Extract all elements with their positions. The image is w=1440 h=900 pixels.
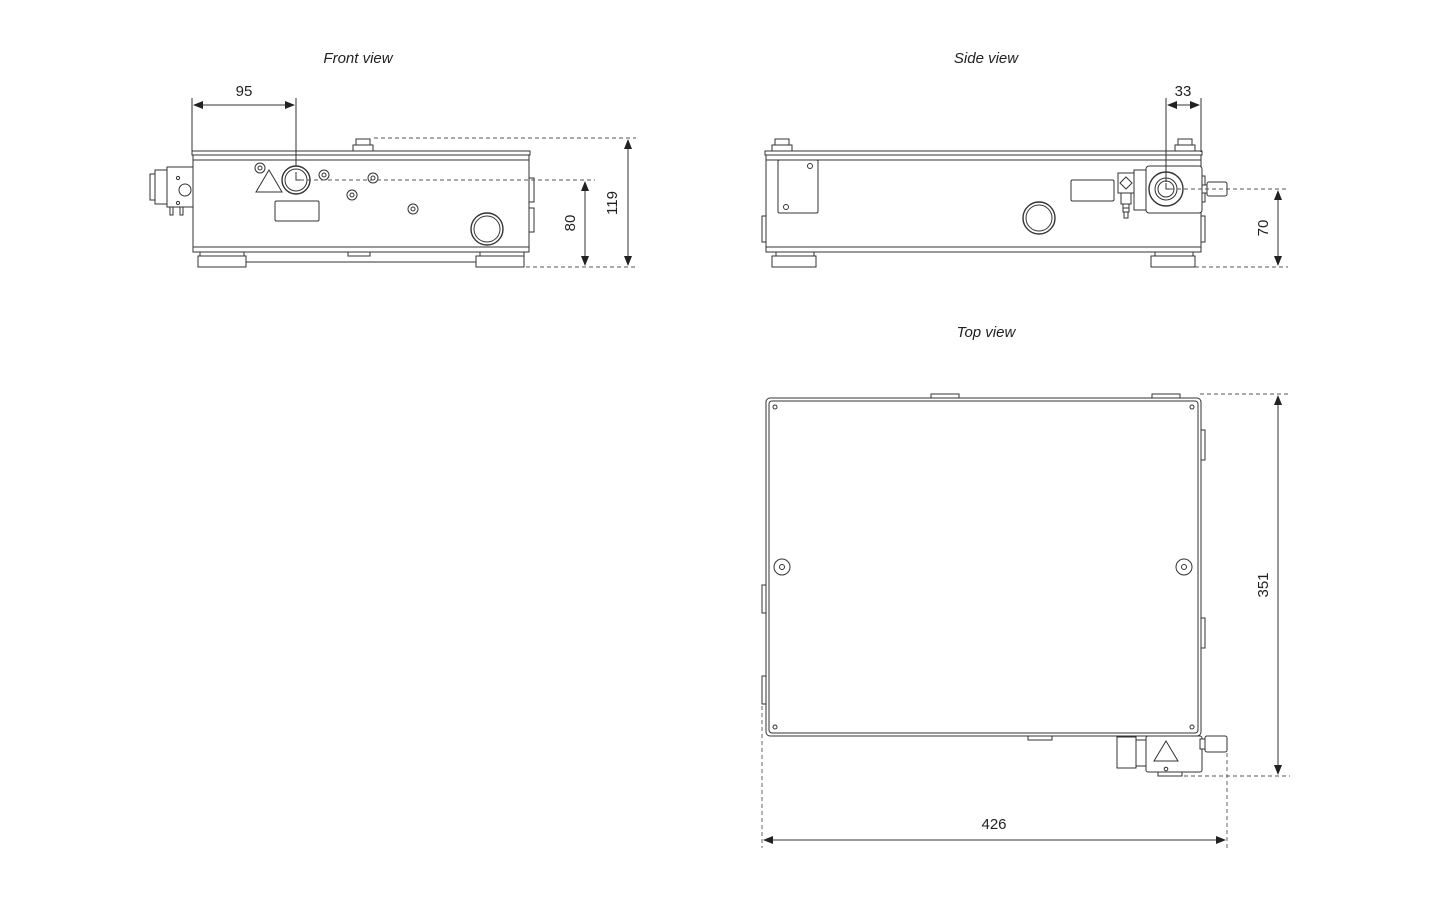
front-offset-label: 95 — [236, 83, 253, 100]
front-view-dimensions — [191, 98, 636, 268]
top-view-title: Top view — [957, 324, 1017, 341]
front-view-drawing — [149, 138, 535, 268]
front-view-title: Front view — [323, 50, 393, 67]
side-axis-height-label: 70 — [1255, 220, 1272, 237]
side-offset-label: 33 — [1175, 83, 1192, 100]
front-axis-height-label: 80 — [562, 215, 579, 232]
front-height-label: 119 — [604, 191, 621, 215]
top-view-drawing — [761, 393, 1228, 777]
top-width-label: 426 — [981, 816, 1006, 833]
side-view-title: Side view — [954, 50, 1019, 67]
top-depth-label: 351 — [1255, 572, 1272, 597]
side-view-dimensions — [1165, 98, 1288, 268]
side-view-drawing — [761, 138, 1228, 268]
top-view-dimensions — [761, 393, 1290, 848]
